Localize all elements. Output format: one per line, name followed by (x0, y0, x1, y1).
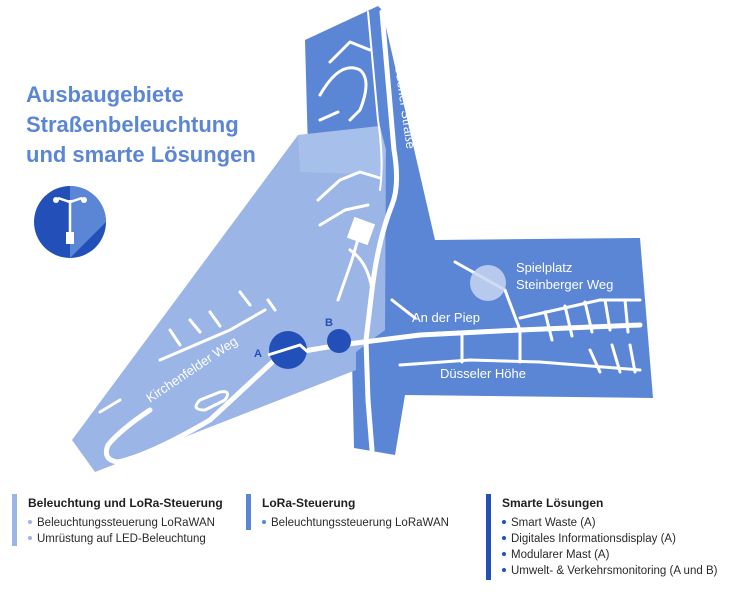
legend-swatch-medium (246, 494, 251, 530)
map: Wiedener Straße Kirchenfelder Weg An der… (34, 6, 653, 472)
label-marker-a: A (254, 348, 262, 360)
label-poi-line2: Steinberger Weg (516, 277, 613, 292)
playground-marker (470, 265, 506, 301)
marker-b (327, 329, 351, 353)
legend-list: Beleuchtungssteuerung LoRaWAN (262, 515, 449, 531)
lighting-zone (72, 126, 386, 472)
label-poi-line1: Spielplatz (516, 260, 572, 275)
street-lamp-icon (34, 186, 106, 258)
legend-list: Smart Waste (A) Digitales Informationsdi… (502, 515, 717, 579)
label-duesseler: Düsseler Höhe (440, 366, 526, 381)
label-an-der-piep: An der Piep (412, 310, 480, 325)
label-marker-b: B (325, 317, 333, 329)
legend-item: Umwelt- & Verkehrsmonitoring (A und B) (502, 563, 717, 579)
legend-heading: LoRa-Steuerung (262, 496, 356, 510)
legend-list: Beleuchtungssteuerung LoRaWAN Umrüstung … (28, 515, 215, 547)
legend-heading: Smarte Lösungen (502, 496, 604, 510)
legend-swatch-light (12, 494, 17, 546)
legend-item: Digitales Informationsdisplay (A) (502, 531, 717, 547)
legend-item: Umrüstung auf LED-Beleuchtung (28, 531, 215, 547)
legend-item: Beleuchtungssteuerung LoRaWAN (262, 515, 449, 531)
lighting-zone-highlight (298, 126, 386, 175)
title-line-2: Straßenbeleuchtung (26, 112, 239, 137)
legend-heading: Beleuchtung und LoRa-Steuerung (28, 496, 223, 510)
legend-item: Modularer Mast (A) (502, 547, 717, 563)
title-line-1: Ausbaugebiete (26, 82, 184, 107)
legend-item: Beleuchtungssteuerung LoRaWAN (28, 515, 215, 531)
title-line-3: und smarte Lösungen (26, 142, 256, 167)
legend-swatch-dark (486, 494, 491, 580)
map-title: Ausbaugebiete Straßenbeleuchtung und sma… (26, 80, 326, 170)
legend-item: Smart Waste (A) (502, 515, 717, 531)
building (346, 216, 376, 246)
road-main (103, 322, 643, 465)
